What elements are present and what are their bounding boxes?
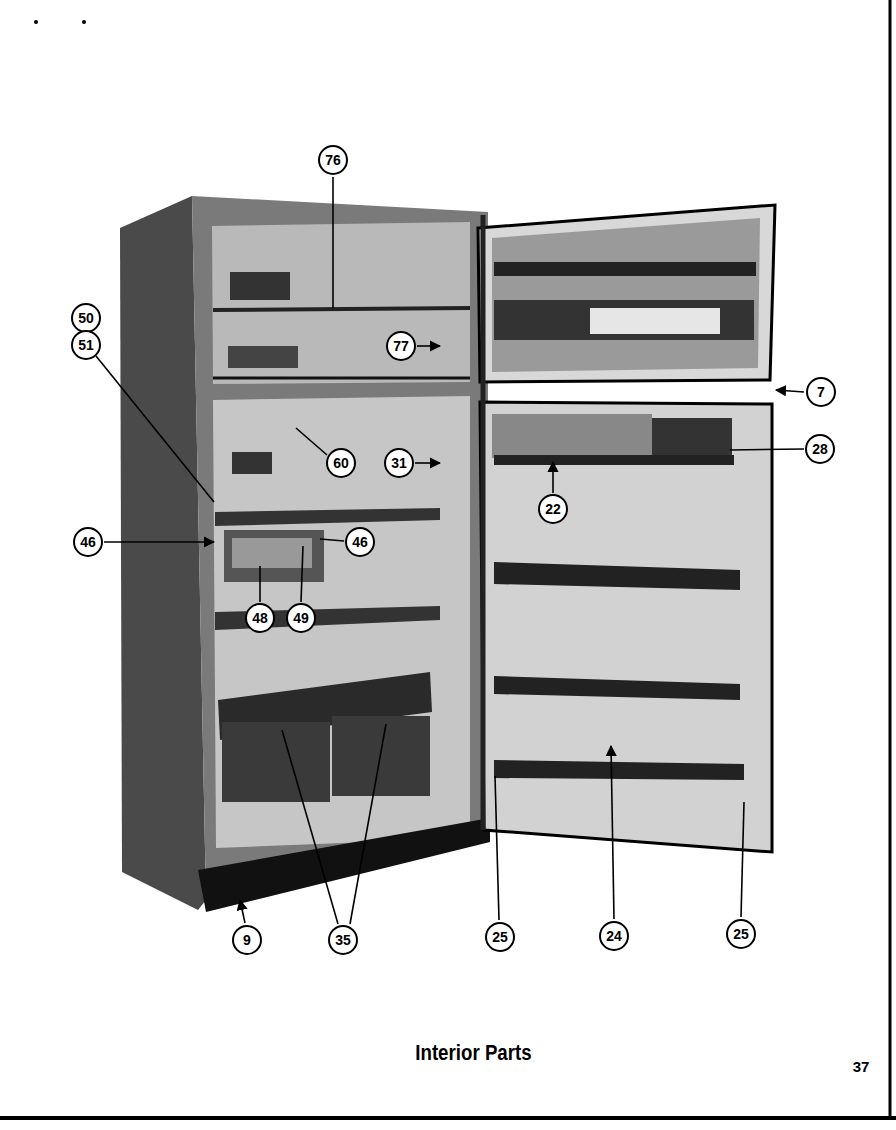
callout-circle: 9 — [232, 925, 262, 955]
callout-circle: 35 — [328, 925, 358, 955]
callout-circle: 28 — [805, 434, 835, 464]
callout-number: 7 — [817, 385, 825, 399]
callout-circle: 46 — [345, 527, 375, 557]
page-number: 37 — [853, 1058, 870, 1075]
callout-number: 9 — [243, 933, 251, 947]
callout-number: 25 — [492, 930, 508, 944]
callout-number: 28 — [812, 442, 828, 456]
callout-circle: 48 — [245, 603, 275, 633]
callout-number: 77 — [393, 339, 409, 353]
caption: Interior Parts — [415, 1040, 531, 1066]
callout-number: 25 — [733, 927, 749, 941]
callout-circle: 25 — [485, 922, 515, 952]
callout-circle: 25 — [726, 919, 756, 949]
callout-number: 76 — [325, 153, 341, 167]
callout-number: 49 — [293, 611, 309, 625]
callout-number: 60 — [333, 456, 349, 470]
callout-number: 46 — [80, 535, 96, 549]
callout-circle: 24 — [599, 921, 629, 951]
callout-number: 51 — [78, 338, 94, 352]
callout-number: 31 — [391, 456, 407, 470]
callout-circle: 49 — [286, 603, 316, 633]
callout-circle: 7 — [806, 377, 836, 407]
callout-circle: 22 — [538, 494, 568, 524]
callout-number: 46 — [352, 535, 368, 549]
callout-circle: 50 — [71, 303, 101, 333]
callout-circle: 46 — [73, 527, 103, 557]
callout-number: 24 — [606, 929, 622, 943]
callout-number: 50 — [78, 311, 94, 325]
callout-circle: 31 — [384, 448, 414, 478]
callout-circle: 51 — [71, 330, 101, 360]
callout-circle: 77 — [386, 331, 416, 361]
callout-circle: 76 — [318, 145, 348, 175]
callout-circle: 60 — [326, 448, 356, 478]
callout-number: 35 — [335, 933, 351, 947]
callout-number: 22 — [545, 502, 561, 516]
callout-number: 48 — [252, 611, 268, 625]
